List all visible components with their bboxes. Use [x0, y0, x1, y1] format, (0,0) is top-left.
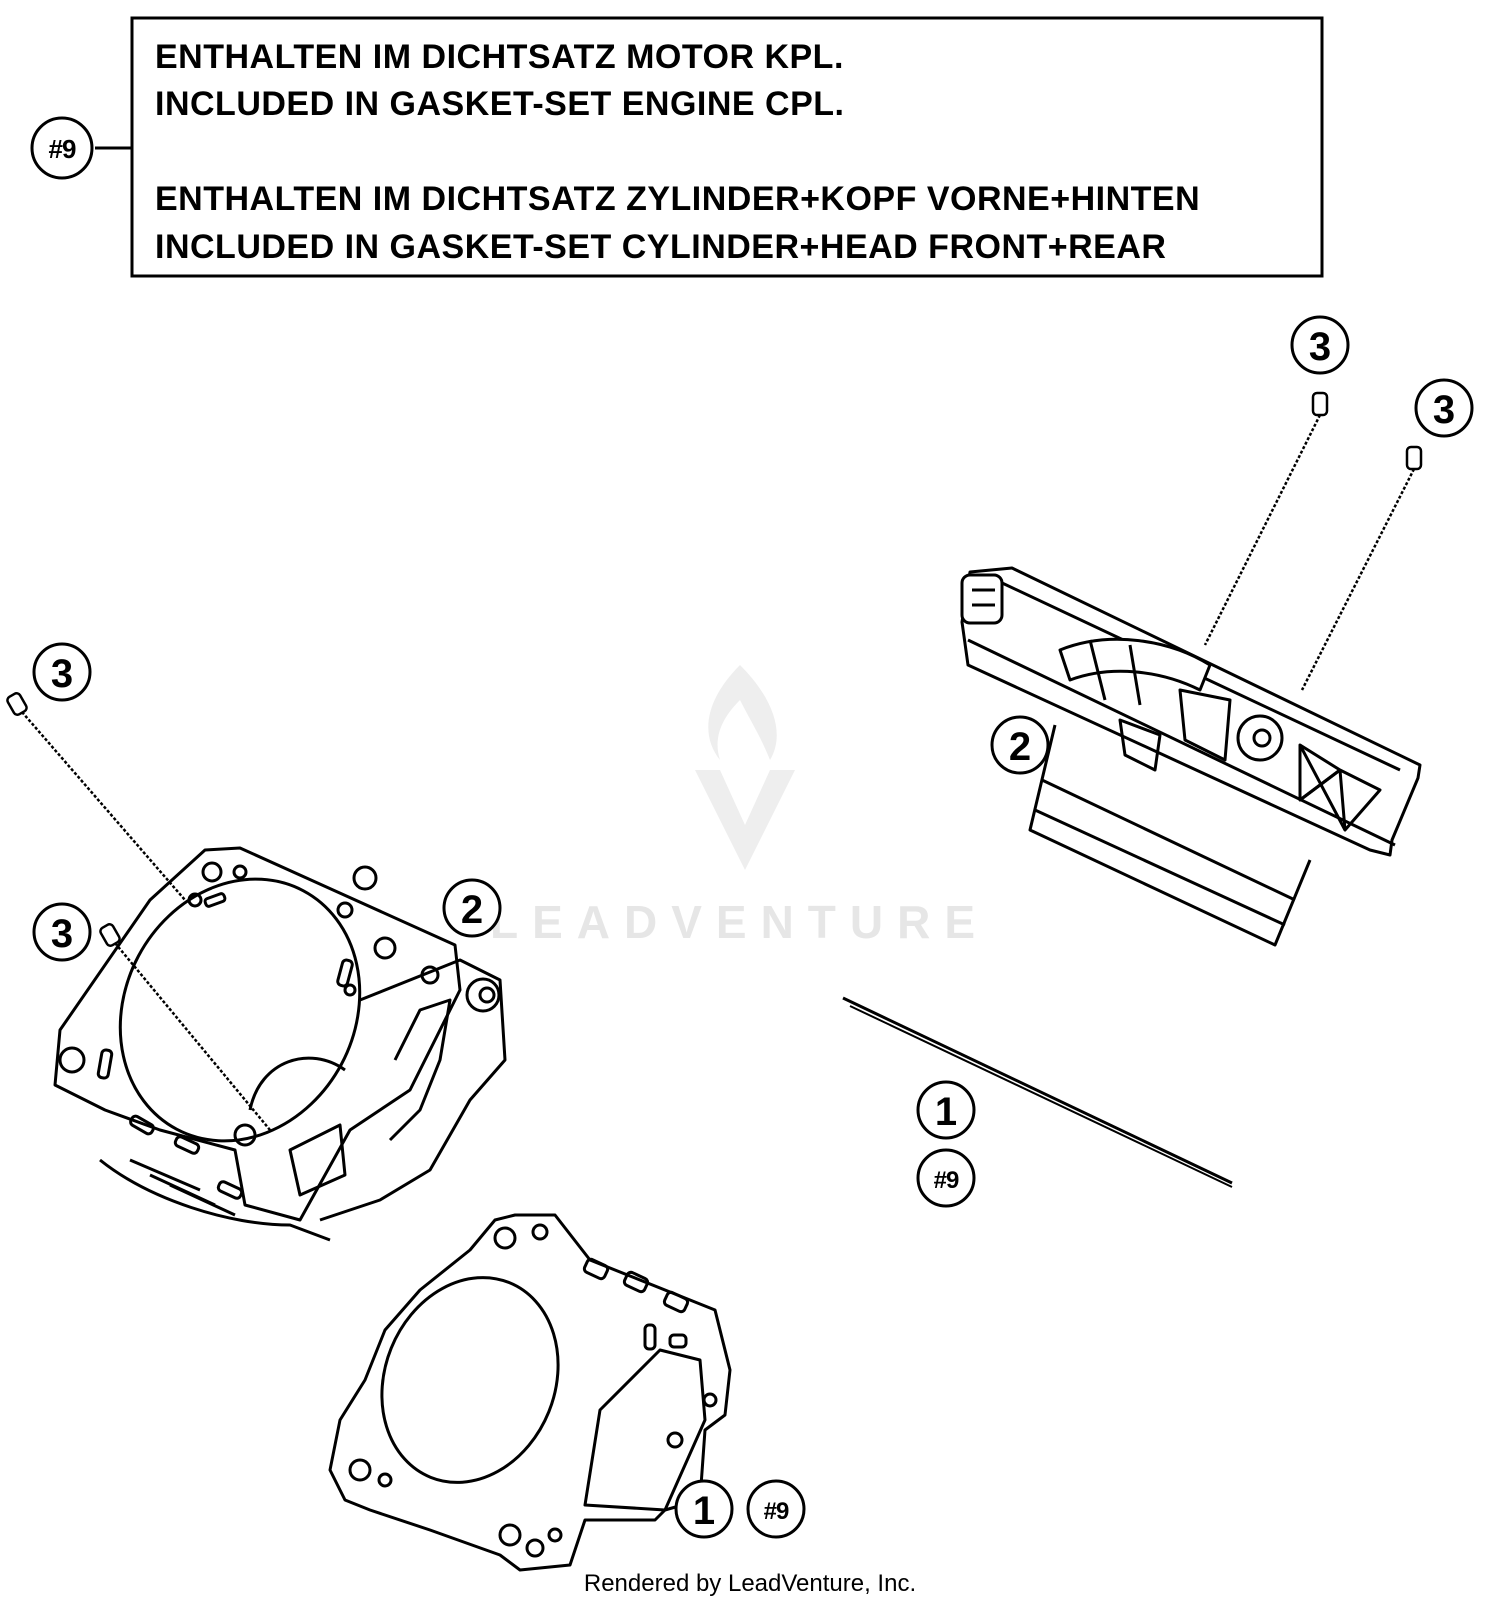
note-line-1: ENTHALTEN IM DICHTSATZ MOTOR KPL. [155, 38, 844, 76]
dowel-top-a-illustration [1203, 391, 1329, 646]
watermark-text: LEADVENTURE [490, 896, 990, 948]
callout-cylinder-left: 2 [461, 888, 483, 932]
callout-circles [32, 315, 1474, 1539]
callout-dowel-top-a: 3 [1309, 325, 1331, 369]
dowel-left-a-illustration [6, 692, 186, 901]
cylinder-right-illustration [960, 566, 1422, 947]
note-tag-label: #9 [49, 134, 76, 164]
cylinder-left-illustration [53, 846, 507, 1242]
note-line-4: INCLUDED IN GASKET-SET CYLINDER+HEAD FRO… [155, 228, 1167, 266]
gasket-bottom-illustration [328, 1213, 732, 1572]
callout-dowel-left-b: 3 [51, 912, 73, 956]
callout-dowel-top-b: 3 [1433, 388, 1455, 432]
note-line-2: INCLUDED IN GASKET-SET ENGINE CPL. [155, 85, 845, 123]
callout-dowel-left-a: 3 [51, 652, 73, 696]
note-line-3: ENTHALTEN IM DICHTSATZ ZYLINDER+KOPF VOR… [155, 180, 1201, 218]
gasket-thin-illustration [842, 996, 1233, 1188]
callout-cylinder-right: 2 [1009, 725, 1031, 769]
callout-gasket-bottom-tag: #9 [764, 1498, 789, 1525]
dowel-left-b-illustration [99, 923, 271, 1131]
watermark-logo [695, 665, 795, 870]
callout-gasket-thin: 1 [935, 1090, 957, 1134]
dowel-top-b-illustration [1300, 445, 1423, 691]
callout-gasket-thin-tag: #9 [934, 1167, 959, 1194]
callout-gasket-bottom: 1 [693, 1489, 715, 1533]
footer-credit: Rendered by LeadVenture, Inc. [583, 1570, 917, 1597]
note-box [30, 16, 1324, 278]
